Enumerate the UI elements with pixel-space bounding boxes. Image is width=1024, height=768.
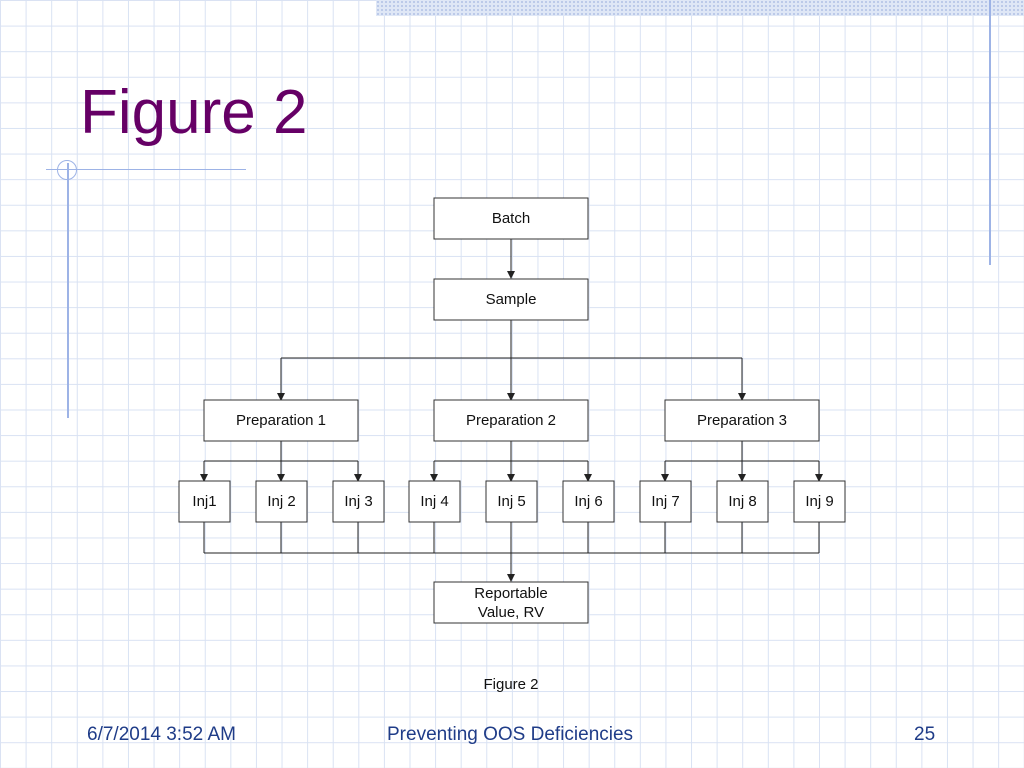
- connector-inj-drops: [203, 522, 820, 553]
- node-injection-1: Inj1: [178, 480, 231, 523]
- node-reportable-value: Reportable Value, RV: [433, 581, 589, 624]
- node-injection-7: Inj 7: [639, 480, 692, 523]
- node-injection-3: Inj 3: [332, 480, 385, 523]
- decor-vertical-line-right: [989, 0, 991, 265]
- injection-label: Inj1: [192, 493, 216, 510]
- node-injection-5: Inj 5: [485, 480, 538, 523]
- injection-label: Inj 9: [805, 493, 833, 510]
- node-sample: Sample: [433, 278, 589, 321]
- injection-label: Inj 8: [728, 493, 756, 510]
- preparation-label: Preparation 3: [697, 412, 787, 429]
- node-preparation-3: Preparation 3: [664, 399, 820, 442]
- node-preparation-1: Preparation 1: [203, 399, 359, 442]
- reportable-value-line-2: Value, RV: [478, 604, 544, 621]
- figure-caption: Figure 2: [483, 676, 538, 693]
- injection-label: Inj 5: [497, 493, 525, 510]
- node-injection-4: Inj 4: [408, 480, 461, 523]
- node-batch-label: Batch: [492, 210, 530, 227]
- node-sample-label: Sample: [486, 291, 537, 308]
- node-injection-2: Inj 2: [255, 480, 308, 523]
- injection-label: Inj 6: [574, 493, 602, 510]
- preparation-label: Preparation 1: [236, 412, 326, 429]
- injection-label: Inj 3: [344, 493, 372, 510]
- injection-label: Inj 2: [267, 493, 295, 510]
- injection-label: Inj 7: [651, 493, 679, 510]
- decor-vertical-line-left: [67, 163, 69, 418]
- preparation-label: Preparation 2: [466, 412, 556, 429]
- node-preparation-2: Preparation 2: [433, 399, 589, 442]
- connectors: [200, 239, 823, 582]
- node-injection-8: Inj 8: [716, 480, 769, 523]
- node-batch: Batch: [433, 197, 589, 240]
- slide-title: Figure 2: [80, 78, 308, 147]
- injection-label: Inj 4: [420, 493, 448, 510]
- node-injection-6: Inj 6: [562, 480, 615, 523]
- decor-horizontal-line: [46, 169, 246, 170]
- decor-circle-icon: [57, 160, 77, 180]
- footer-page-number: 25: [914, 724, 936, 745]
- reportable-value-line-1: Reportable: [474, 585, 547, 602]
- header-decor-band: [376, 0, 1024, 16]
- node-injection-9: Inj 9: [793, 480, 846, 523]
- footer-title: Preventing OOS Deficiencies: [387, 724, 634, 745]
- footer-date: 6/7/2014 3:52 AM: [87, 724, 236, 745]
